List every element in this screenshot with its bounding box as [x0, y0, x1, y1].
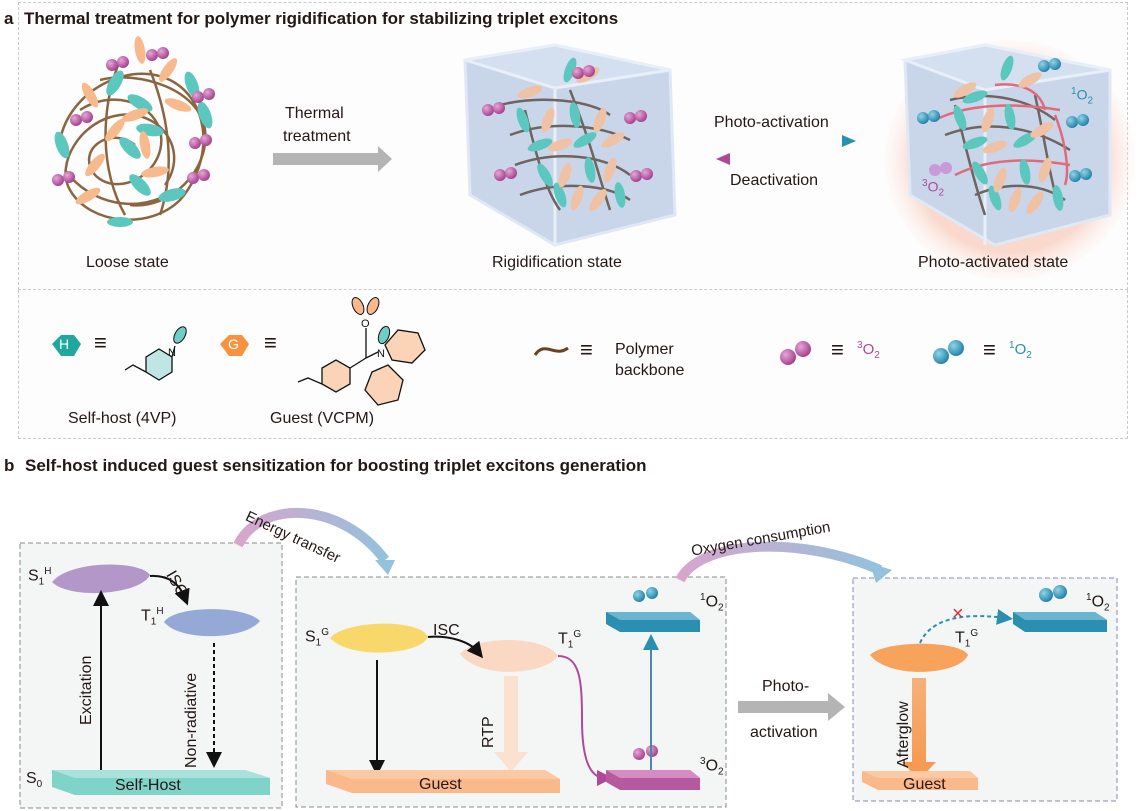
photo-activation-line2: activation	[750, 724, 818, 741]
polymer-label-2: backbone	[615, 362, 685, 379]
polymer-label-1: Polymer	[615, 341, 674, 358]
cube-triplet-o2-label: 3O2	[922, 178, 945, 199]
triplet-o2-equiv: ≡	[831, 337, 844, 362]
guest-caption: Guest (VCPM)	[270, 410, 375, 427]
photo-activated-state-label: Photo-activated state	[918, 254, 1069, 271]
rigidification-cube	[463, 43, 677, 247]
host-t1-label: T1H	[141, 606, 164, 628]
legend-triplet-o2: 3O2	[857, 340, 880, 361]
svg-text:N: N	[377, 348, 385, 360]
guest-t1-label: T1G	[558, 629, 582, 651]
thermal-label-2: treatment	[283, 128, 351, 145]
photo-activation-arrow	[842, 135, 856, 147]
panel-b-letter: b	[4, 456, 15, 475]
thermal-arrow	[273, 146, 392, 172]
panel-b-title: Self-host induced guest sensitization fo…	[25, 456, 647, 475]
panel-a-letter: a	[4, 9, 14, 28]
guest-ground-label: Guest	[419, 776, 462, 793]
excitation-label: Excitation	[78, 655, 95, 725]
host-s1-label: S1H	[28, 566, 52, 588]
thermal-label-1: Thermal	[285, 105, 344, 122]
host-equiv: ≡	[94, 330, 107, 355]
svg-text:N: N	[168, 347, 176, 359]
guest-box-singlet-o2: 1O2	[700, 592, 724, 614]
guest-isc-label: ISC	[433, 622, 460, 639]
loose-state-label: Loose state	[86, 254, 169, 271]
svg-text:O: O	[361, 318, 370, 330]
guest-badge: G	[228, 336, 239, 352]
photo-activation-line1: Photo-	[762, 678, 810, 695]
activated-t1-label: T1G	[955, 628, 979, 650]
legend-graphics: N O N	[52, 297, 964, 406]
polymer-equiv: ≡	[580, 337, 593, 362]
deactivation-label: Deactivation	[730, 172, 819, 189]
rtp-label: RTP	[480, 716, 497, 748]
guest-equiv: ≡	[264, 330, 277, 355]
guest-box-triplet-o2: 3O2	[700, 756, 724, 778]
photo-activation-label: Photo-activation	[714, 114, 829, 131]
afterglow-label: Afterglow	[895, 701, 912, 768]
activated-guest-ground-label: Guest	[903, 776, 946, 793]
guest-s1-label: S1G	[305, 627, 330, 649]
loose-state-illustration	[52, 36, 215, 227]
legend-singlet-o2: 1O2	[1009, 340, 1032, 361]
host-s0-label: S0	[26, 770, 43, 791]
panel-a-legend-box	[18, 290, 1128, 439]
panel-a-title: Thermal treatment for polymer rigidifica…	[24, 9, 619, 28]
photo-activated-cube	[885, 40, 1135, 280]
non-radiative-label: Non-radiative	[183, 672, 200, 768]
activated-box	[852, 577, 1118, 802]
singlet-o2-equiv: ≡	[983, 337, 996, 362]
blocked-energy-transfer-mark: ×	[952, 603, 964, 625]
rigidification-state-label: Rigidification state	[492, 254, 622, 271]
activated-singlet-o2: 1O2	[1086, 592, 1110, 614]
deactivation-arrow	[716, 153, 730, 165]
photo-activation-gray-arrow	[738, 693, 845, 721]
host-caption: Self-host (4VP)	[68, 410, 177, 427]
cube-singlet-o2-label: 1O2	[1071, 86, 1094, 107]
self-host-ground-label: Self-Host	[115, 777, 181, 794]
host-badge: H	[59, 336, 70, 352]
